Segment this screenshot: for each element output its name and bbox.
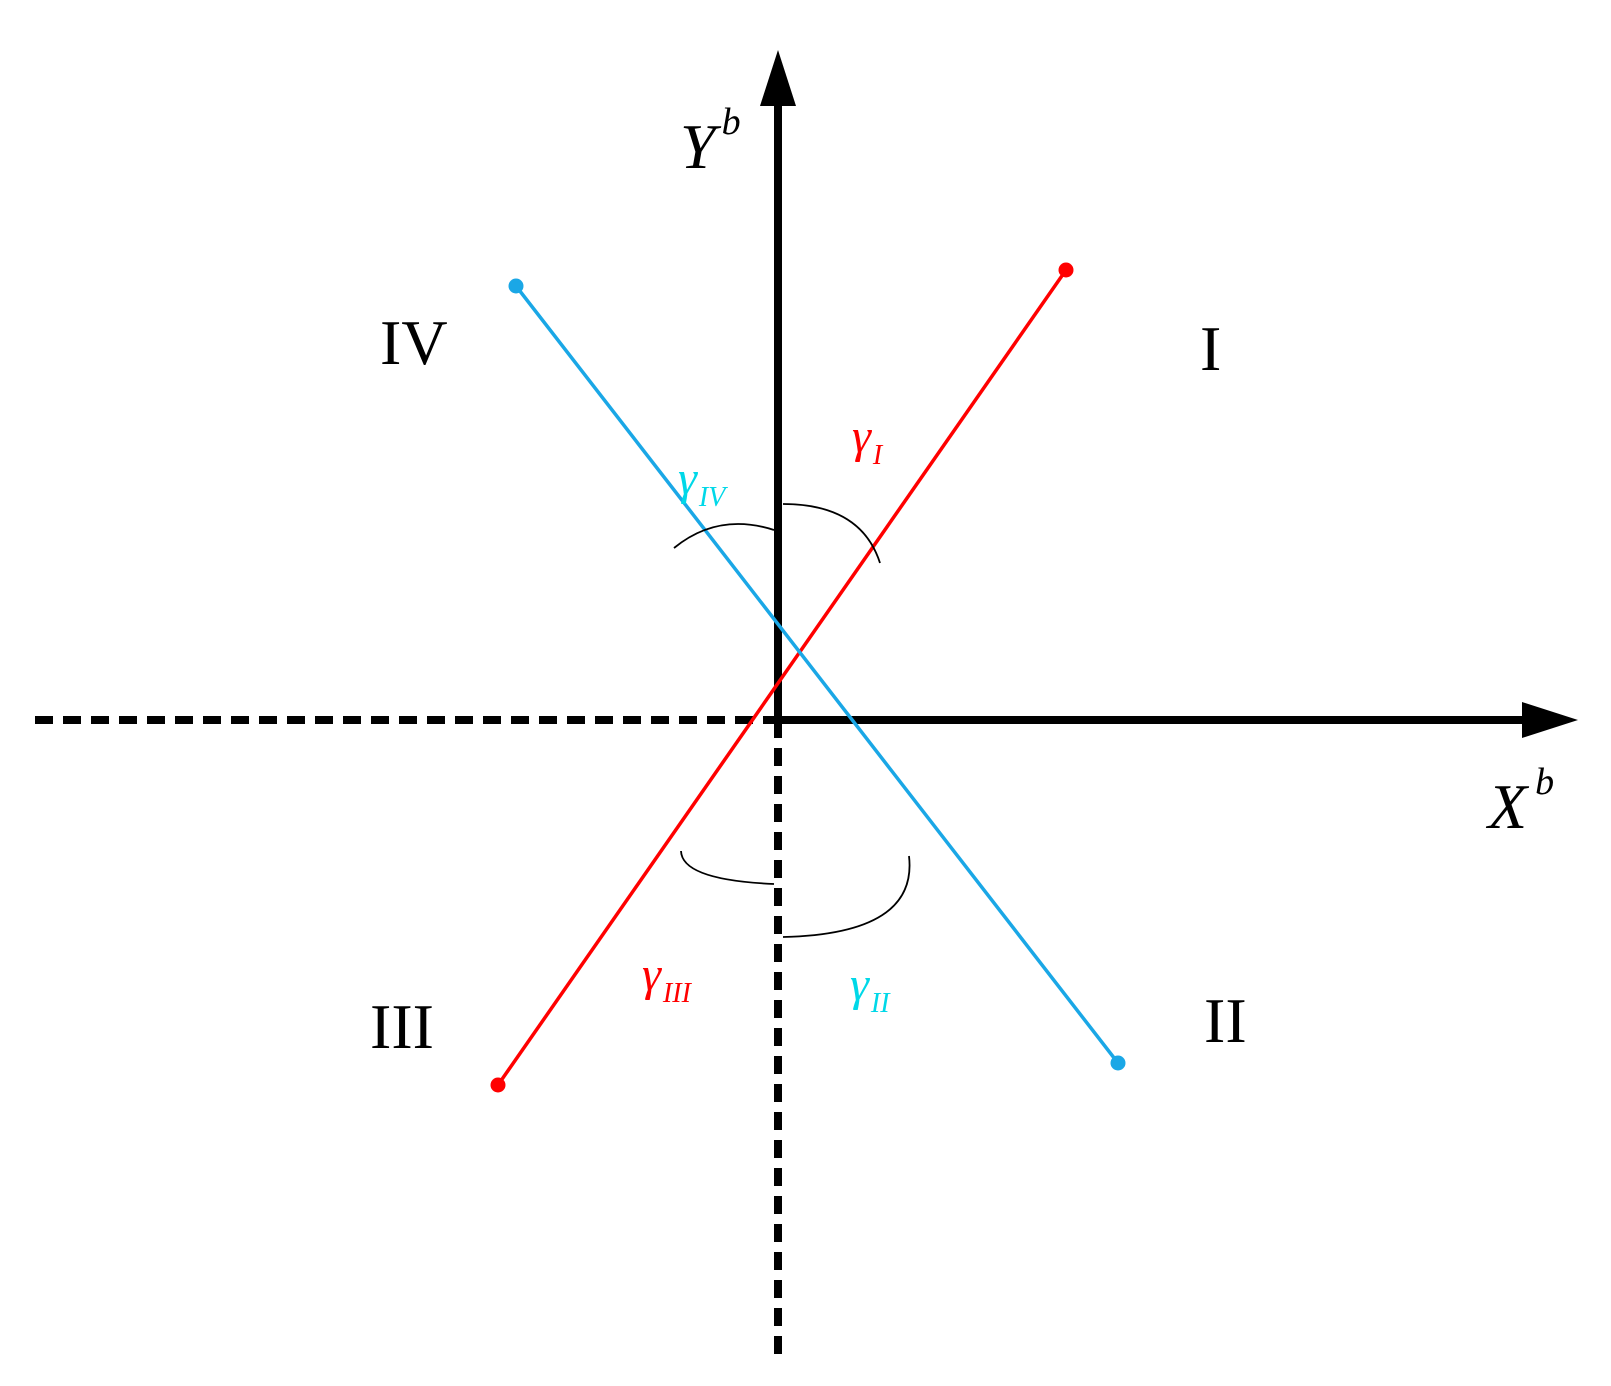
angle-label-gamma-III: γIII bbox=[642, 948, 693, 1009]
angle-arc-I bbox=[782, 503, 881, 564]
angle-arc-IV bbox=[673, 523, 775, 549]
quadrant-label-I: I bbox=[1200, 313, 1221, 384]
red-endpoint-quadrant-I bbox=[1058, 262, 1074, 278]
quadrant-label-III: III bbox=[370, 991, 434, 1062]
quadrant-label-II: II bbox=[1204, 985, 1247, 1056]
blue-endpoint-quadrant-II bbox=[1110, 1055, 1126, 1071]
red-endpoint-quadrant-III bbox=[490, 1077, 506, 1093]
angle-label-gamma-II: γII bbox=[850, 958, 891, 1019]
red-motor-arm bbox=[496, 268, 1068, 1087]
blue-motor-arm bbox=[514, 284, 1120, 1065]
angle-arc-II bbox=[782, 855, 911, 938]
angle-arc-III bbox=[680, 850, 775, 885]
x-axis-arrowhead bbox=[1522, 702, 1578, 738]
angle-label-gamma-IV: γIV bbox=[678, 452, 728, 513]
angle-label-gamma-I: γI bbox=[852, 410, 884, 471]
blue-endpoint-quadrant-IV bbox=[508, 278, 524, 294]
y-axis-arrowhead bbox=[760, 50, 796, 106]
quadrant-label-IV: IV bbox=[380, 307, 448, 378]
